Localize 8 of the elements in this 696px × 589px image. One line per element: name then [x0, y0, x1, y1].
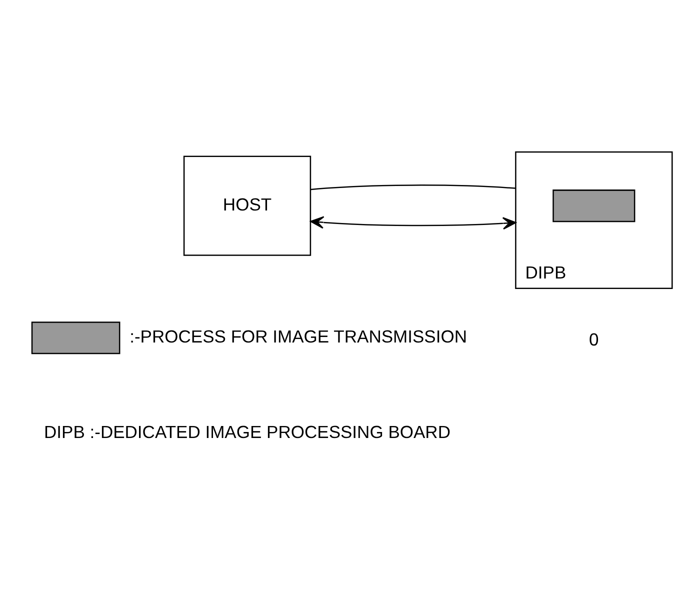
node-box — [552, 189, 636, 222]
legend-label: :-PROCESS FOR IMAGE TRANSMISSION — [130, 326, 468, 346]
connector — [310, 184, 516, 190]
cluster: DIPB — [515, 150, 673, 289]
label: DIPB :-DEDICATED IMAGE PROCESSING BOARD — [44, 422, 451, 442]
label: 0 — [589, 329, 599, 350]
node-box: HOST — [183, 155, 312, 256]
arrow — [310, 216, 516, 230]
